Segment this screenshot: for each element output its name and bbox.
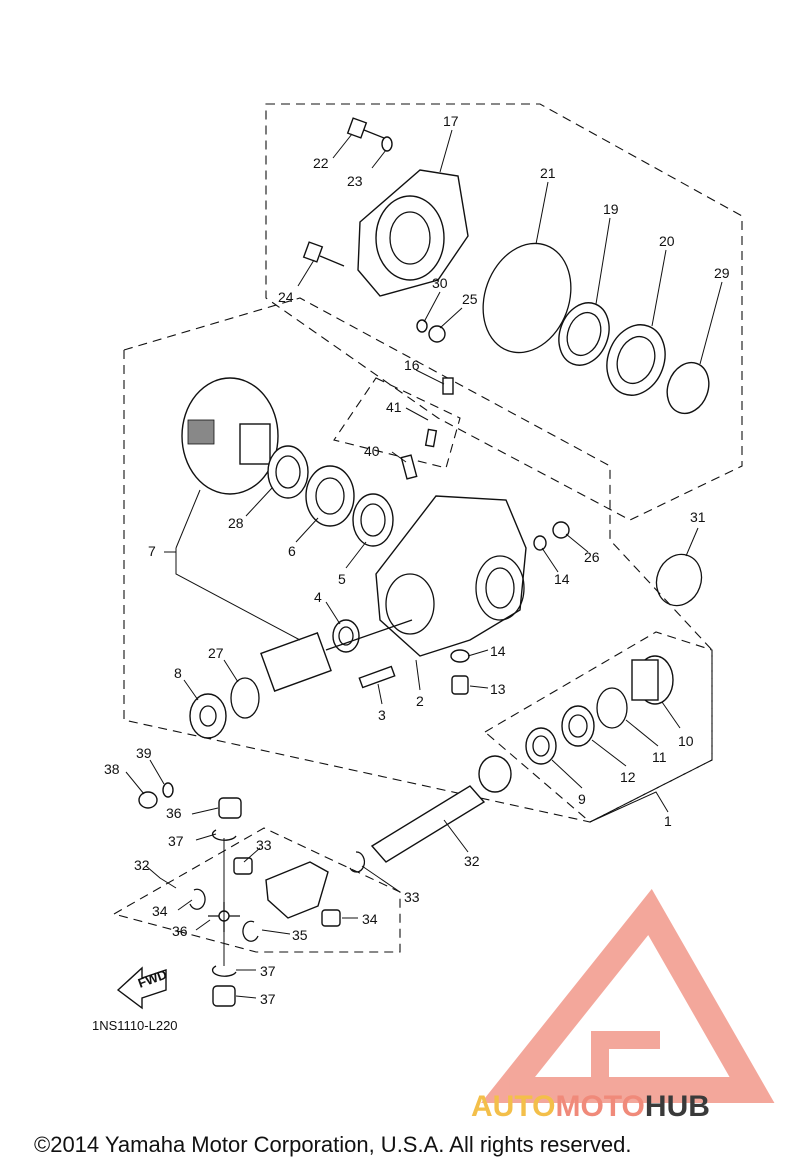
part-circlip-37-top [211,829,237,841]
part-nut-38 [138,791,158,809]
callout-labels: 17 22 23 21 19 20 29 24 30 25 16 41 40 2… [104,113,730,1007]
leader-lines [125,129,723,999]
callout-2: 2 [416,693,424,709]
callout-1: 1 [664,813,672,829]
callout-14-bottom: 14 [490,643,506,659]
callout-24: 26 [584,549,600,565]
callout-8: 8 [174,665,182,681]
part-circlip-37-bottom [211,965,237,977]
watermark-logo [480,888,775,1103]
callout-27: 29 [714,265,730,281]
part-gear-7 [181,377,279,495]
callout-22: 24 [278,289,294,305]
part-washer-39 [162,782,174,798]
callout-17: 19 [603,201,619,217]
callout-14-top: 14 [554,571,570,587]
callout-16: 17 [443,113,459,129]
part-pin-41 [424,428,438,448]
copyright-text: ©2014 Yamaha Motor Corporation, U.S.A. A… [34,1132,631,1157]
part-bearing-4 [332,619,360,653]
callout-29: 31 [690,509,706,525]
callout-5: 5 [338,571,346,587]
callout-33-bottom: 34 [362,911,378,927]
watermark-brand: AUTOMOTOHUB [471,1090,710,1123]
part-seal-12 [561,705,595,747]
callout-41: 41 [386,399,402,415]
part-bearing-33 [233,857,341,927]
callout-7: 7 [148,543,156,559]
part-seal-17 [558,302,610,366]
callout-36-top: 36 [166,805,182,821]
part-housing-16 [357,169,469,297]
group-outlines [112,103,743,953]
callout-12: 12 [620,769,636,785]
part-circlip-31 [349,851,366,873]
callout-34-right: 35 [292,927,308,943]
part-yoke [265,861,329,919]
callout-31: 33 [404,889,420,905]
part-washer-21 [381,136,393,152]
callout-3: 3 [378,707,386,723]
part-bolt-22 [302,241,345,267]
callout-37-bottom: 37 [260,963,276,979]
part-shim-25 [230,677,260,719]
callout-15: 16 [404,357,420,373]
part-pin-40 [400,454,418,480]
part-circlip-34 [189,888,259,942]
part-bearing-6 [305,465,355,527]
callout-32: 32 [134,857,150,873]
callout-35: 36 [172,923,188,939]
callout-28: 30 [432,275,448,291]
part-bearing-36-top [218,797,242,819]
callout-21: 23 [347,173,363,189]
callout-20: 22 [313,155,329,171]
callout-34-left: 34 [152,903,168,919]
part-bearing-8 [189,693,227,739]
part-plug-24 [552,521,570,539]
fwd-arrow-icon: FWD [116,966,169,1010]
callout-36-bottom: 37 [260,991,276,1007]
part-oring-29 [655,553,703,607]
callout-9: 9 [578,791,586,807]
part-plug-13 [451,675,469,695]
callout-10: 10 [678,733,694,749]
part-shim-27 [666,361,710,415]
callout-40: 40 [364,443,380,459]
callout-26: 28 [228,515,244,531]
part-pinion-shaft [260,619,413,692]
callout-19: 21 [540,165,556,181]
part-driveshaft-30 [370,755,512,863]
callout-25: 27 [208,645,224,661]
part-oring-19 [482,242,572,354]
diagram-code: 1NS1110-L220 [92,1018,178,1033]
part-coupling-10 [631,655,674,705]
part-case-2 [375,495,527,657]
part-oring-11 [596,687,628,729]
part-washer-28 [416,319,428,333]
callout-30: 32 [464,853,480,869]
callout-6: 6 [288,543,296,559]
callout-4: 4 [314,589,322,605]
callout-23: 25 [462,291,478,307]
part-bearing-26 [267,445,309,499]
callout-13: 13 [490,681,506,697]
part-seal-5 [352,493,394,547]
part-bearing-9 [525,727,557,765]
part-bearing-18 [606,324,666,396]
part-bolt-20 [346,117,385,139]
callout-18: 20 [659,233,675,249]
part-stud-3 [358,665,396,689]
callout-37-top: 37 [168,833,184,849]
callout-39: 39 [136,745,152,761]
callout-33-top: 33 [256,837,272,853]
part-bolt-23 [428,325,446,343]
part-bearing-36-bottom [212,985,236,1007]
callout-38: 38 [104,761,120,777]
callout-11: 11 [652,749,667,765]
part-pin-15 [442,377,454,395]
